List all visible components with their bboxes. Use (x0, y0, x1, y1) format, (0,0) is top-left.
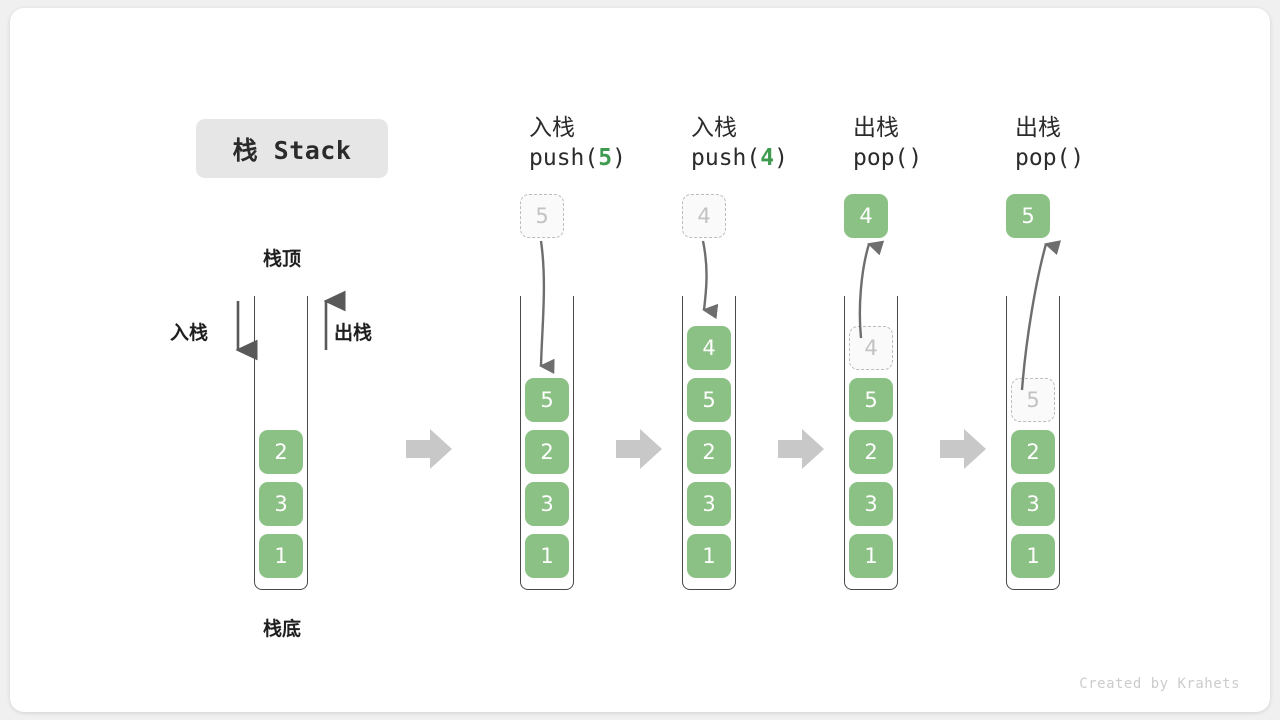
column-header-cn: 入栈 (691, 115, 737, 141)
stack-cell: 3 (259, 482, 303, 526)
stack-cell: 3 (1011, 482, 1055, 526)
stack-container (254, 296, 308, 590)
stack-cell: 5 (687, 378, 731, 422)
stack-cell: 4 (687, 326, 731, 370)
stack-cell: 1 (687, 534, 731, 578)
diagram-card: 栈 Stack 入栈 push(5) 入栈 push(4) 出栈 pop() 出… (10, 8, 1270, 712)
stack-cell: 5 (525, 378, 569, 422)
stack-cell-vacated: 4 (849, 326, 893, 370)
stack-cell: 1 (1011, 534, 1055, 578)
credit-text: Created by Krahets (1079, 676, 1240, 692)
stack-after-pop-4: 4 5 2 3 1 (844, 296, 898, 590)
page-title: 栈 Stack (232, 135, 352, 165)
stack-after-pop-5: 5 2 3 1 (1006, 296, 1060, 590)
code-argument: 4 (760, 145, 775, 171)
stack-cell: 2 (1011, 430, 1055, 474)
column-header-pop-5: 出栈 pop() (1015, 114, 1084, 174)
column-header-code: push(4) (691, 145, 788, 171)
column-header-push-4: 入栈 push(4) (691, 114, 788, 174)
stack-cell: 2 (259, 430, 303, 474)
stack-cell: 2 (687, 430, 731, 474)
stack-cell: 2 (525, 430, 569, 474)
column-header-cn: 出栈 (853, 115, 899, 141)
column-header-push-5: 入栈 push(5) (529, 114, 626, 174)
transition-arrow (616, 429, 662, 469)
stack-container (520, 296, 574, 590)
stack-cell: 3 (849, 482, 893, 526)
column-header-code: pop() (853, 145, 923, 171)
stack-cell-vacated: 5 (1011, 378, 1055, 422)
incoming-element-4: 4 (682, 194, 726, 238)
stack-container (1006, 296, 1060, 590)
stack-bottom-label: 栈底 (263, 618, 302, 640)
stack-top-label: 栈顶 (263, 248, 302, 270)
stack-cell: 3 (687, 482, 731, 526)
incoming-element-5: 5 (520, 194, 564, 238)
diagram-title-badge: 栈 Stack (196, 119, 388, 178)
column-header-code: push(5) (529, 145, 626, 171)
stack-cell: 5 (849, 378, 893, 422)
stack-cell: 1 (259, 534, 303, 578)
column-header-pop-4: 出栈 pop() (853, 114, 922, 174)
stack-cell: 1 (849, 534, 893, 578)
popped-element-4: 4 (844, 194, 888, 238)
column-header-cn: 出栈 (1015, 115, 1061, 141)
transition-arrow (940, 429, 986, 469)
stack-initial: 2 3 1 (254, 296, 308, 590)
column-header-code: pop() (1015, 145, 1085, 171)
column-header-cn: 入栈 (529, 115, 575, 141)
stack-after-push-4: 4 5 2 3 1 (682, 296, 736, 590)
pop-direction-label: 出栈 (334, 322, 373, 344)
stack-cell: 1 (525, 534, 569, 578)
stack-container (844, 296, 898, 590)
push-direction-label: 入栈 (170, 322, 209, 344)
stack-after-push-5: 5 2 3 1 (520, 296, 574, 590)
stack-cell: 2 (849, 430, 893, 474)
stack-cell: 3 (525, 482, 569, 526)
code-argument: 5 (598, 145, 613, 171)
transition-arrow (406, 429, 452, 469)
stack-container (682, 296, 736, 590)
popped-element-5: 5 (1006, 194, 1050, 238)
transition-arrow (778, 429, 824, 469)
